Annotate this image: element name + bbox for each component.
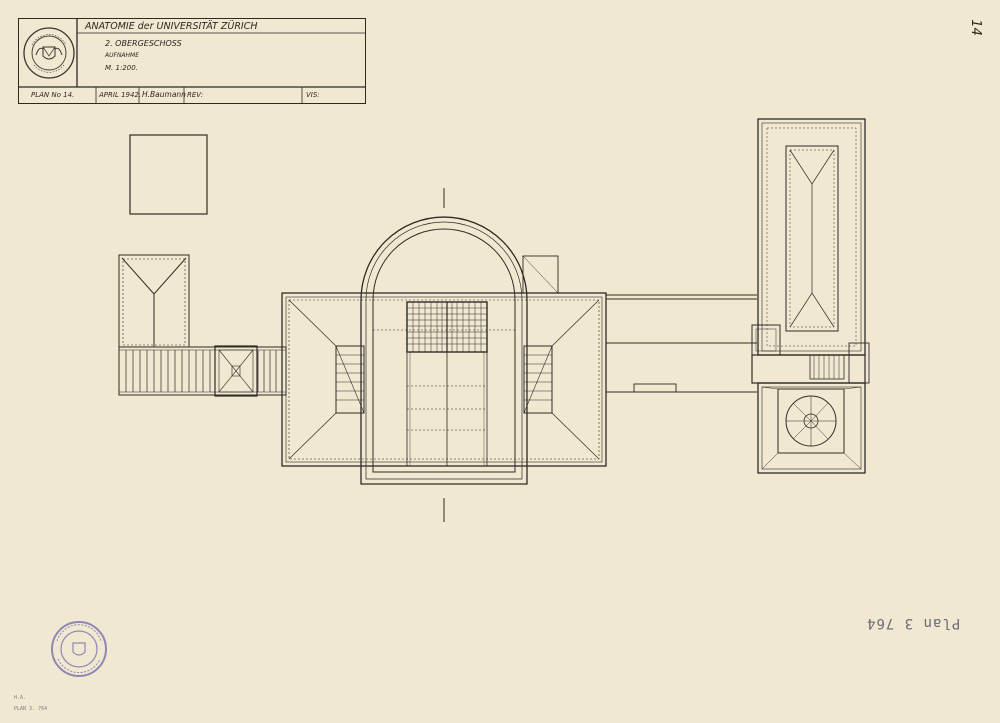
domed-hall [360, 216, 528, 485]
scale-label: M. 1:200. [105, 64, 138, 72]
pencil-plan-note: Plan 3 764 [866, 615, 961, 631]
archive-stamp-icon [51, 621, 107, 677]
institution-title: ANATOMIE der UNIVERSITÄT ZÜRICH [85, 21, 258, 32]
right-wing-north [757, 118, 866, 356]
left-connector [118, 346, 287, 396]
rev-label: REV: [187, 91, 204, 99]
skylight [406, 301, 488, 466]
right-wing-stair-hall [751, 324, 870, 384]
left-connector-hatching [125, 350, 283, 392]
title-block-grid [19, 19, 365, 103]
archive-note-line2: PLAN 3. 764 [14, 706, 48, 712]
canton-seal-icon [23, 27, 75, 79]
connector-pavilion [214, 345, 258, 397]
archive-note-line1: H.A. [14, 695, 27, 701]
plan-date: APRIL 1942. [99, 91, 142, 99]
title-block: ANATOMIE der UNIVERSITÄT ZÜRICH 2. OBERG… [18, 18, 366, 104]
drawn-by: H.Baumann [142, 90, 186, 99]
vis-label: VIS: [306, 91, 320, 99]
plan-number: PLAN No 14. [31, 91, 75, 99]
survey-label: AUFNAHME [105, 52, 140, 59]
central-block [281, 292, 607, 467]
right-wing-south [757, 382, 866, 474]
right-connector [606, 294, 757, 393]
left-stair [335, 345, 365, 414]
floor-label: 2. OBERGESCHOSS [105, 39, 182, 48]
left-wing [118, 254, 190, 348]
separate-block [129, 134, 208, 215]
right-stair [523, 345, 553, 414]
